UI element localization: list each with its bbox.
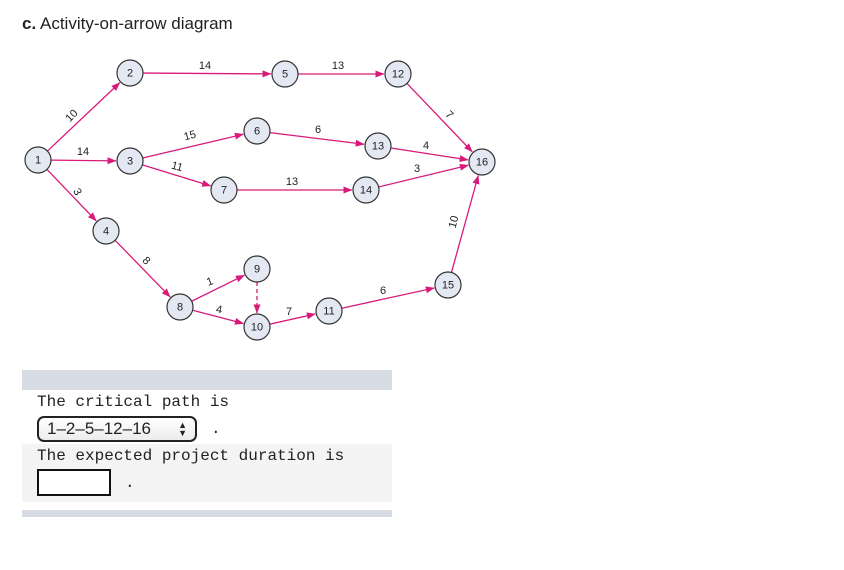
event-node-label: 11 bbox=[323, 306, 334, 318]
activity-duration-label: 4 bbox=[423, 140, 429, 152]
activity-arrow bbox=[114, 239, 171, 298]
critical-path-prompt: The critical path is bbox=[37, 393, 230, 411]
activity-duration-label: 1 bbox=[205, 275, 215, 288]
event-node-label: 12 bbox=[392, 69, 404, 81]
event-node-8: 8 bbox=[166, 293, 194, 321]
activity-duration-label: 7 bbox=[443, 109, 456, 122]
panel-top-bar bbox=[22, 370, 392, 390]
panel-bottom-bar bbox=[22, 510, 392, 517]
activity-arrow bbox=[269, 312, 316, 325]
event-node-14: 14 bbox=[352, 176, 380, 204]
period: . bbox=[211, 420, 221, 438]
activity-duration-label: 13 bbox=[332, 60, 344, 72]
event-node-label: 4 bbox=[103, 226, 109, 238]
critical-path-answer-line: 1–2–5–12–16 ▲▼ . bbox=[37, 414, 392, 444]
activity-arrow bbox=[46, 168, 97, 222]
event-node-label: 3 bbox=[127, 156, 133, 168]
duration-prompt: The expected project duration is bbox=[37, 447, 345, 465]
critical-path-selected-value: 1–2–5–12–16 bbox=[47, 418, 152, 438]
activity-duration-label: 14 bbox=[199, 60, 211, 72]
event-node-7: 7 bbox=[210, 176, 238, 204]
event-node-11: 11 bbox=[315, 297, 343, 325]
critical-path-select[interactable]: 1–2–5–12–16 ▲▼ bbox=[37, 415, 197, 442]
duration-row: The expected project duration is . bbox=[22, 444, 392, 502]
activity-arrow bbox=[390, 147, 469, 163]
activity-arrow bbox=[50, 157, 117, 165]
event-node-label: 2 bbox=[127, 68, 133, 80]
answer-panel: The critical path is 1–2–5–12–16 ▲▼ . Th… bbox=[22, 370, 392, 517]
page-title: c. Activity-on-arrow diagram bbox=[22, 14, 233, 34]
event-node-label: 8 bbox=[177, 302, 183, 314]
event-node-label: 5 bbox=[282, 69, 288, 81]
event-node-label: 9 bbox=[254, 264, 260, 276]
event-node-label: 13 bbox=[372, 141, 384, 153]
period: . bbox=[125, 474, 135, 492]
activity-arrow bbox=[46, 82, 121, 152]
duration-answer-line: . bbox=[37, 468, 392, 498]
activity-arrow bbox=[378, 163, 469, 188]
activity-duration-label: 4 bbox=[215, 304, 223, 317]
event-node-13: 13 bbox=[364, 132, 392, 160]
activity-arrow bbox=[406, 82, 473, 153]
activity-arrow bbox=[191, 274, 245, 302]
activity-arrow bbox=[341, 286, 435, 309]
activity-arrow bbox=[269, 131, 365, 147]
activity-duration-label: 3 bbox=[414, 163, 420, 175]
activity-duration-label: 15 bbox=[183, 129, 198, 144]
activity-duration-label: 3 bbox=[70, 186, 83, 197]
activity-duration-label: 6 bbox=[315, 124, 321, 136]
event-node-label: 10 bbox=[251, 322, 263, 334]
event-node-label: 16 bbox=[476, 157, 488, 169]
event-node-3: 3 bbox=[116, 147, 144, 175]
duration-input[interactable] bbox=[37, 469, 111, 497]
event-node-label: 15 bbox=[442, 280, 454, 292]
title-text: Activity-on-arrow diagram bbox=[39, 14, 233, 33]
event-node-label: 14 bbox=[360, 185, 372, 197]
event-node-10: 10 bbox=[243, 313, 271, 341]
activity-arrow bbox=[192, 309, 244, 325]
activity-arrow bbox=[450, 175, 480, 273]
select-stepper-icon: ▲▼ bbox=[178, 419, 187, 438]
critical-path-row: The critical path is 1–2–5–12–16 ▲▼ . bbox=[22, 390, 392, 444]
activity-duration-label: 6 bbox=[380, 285, 386, 297]
event-node-label: 7 bbox=[221, 185, 227, 197]
event-node-9: 9 bbox=[243, 255, 271, 283]
activity-duration-label: 7 bbox=[286, 306, 292, 318]
event-node-6: 6 bbox=[243, 117, 271, 145]
event-node-2: 2 bbox=[116, 59, 144, 87]
activity-arrow bbox=[142, 132, 244, 159]
activity-duration-label: 13 bbox=[286, 176, 298, 188]
event-node-15: 15 bbox=[434, 271, 462, 299]
activity-arrow bbox=[142, 164, 212, 187]
event-node-label: 6 bbox=[254, 126, 260, 138]
event-node-label: 1 bbox=[35, 155, 41, 167]
event-node-1: 1 bbox=[24, 146, 52, 174]
activity-duration-label: 11 bbox=[170, 160, 184, 175]
event-node-4: 4 bbox=[92, 217, 120, 245]
activity-arrow bbox=[142, 70, 272, 78]
event-node-12: 12 bbox=[384, 60, 412, 88]
event-node-5: 5 bbox=[271, 60, 299, 88]
activity-duration-label: 10 bbox=[447, 215, 462, 230]
part-label: c. bbox=[22, 14, 37, 33]
activity-duration-label: 14 bbox=[77, 146, 89, 158]
event-node-16: 16 bbox=[468, 148, 496, 176]
activity-duration-label: 8 bbox=[140, 255, 153, 268]
